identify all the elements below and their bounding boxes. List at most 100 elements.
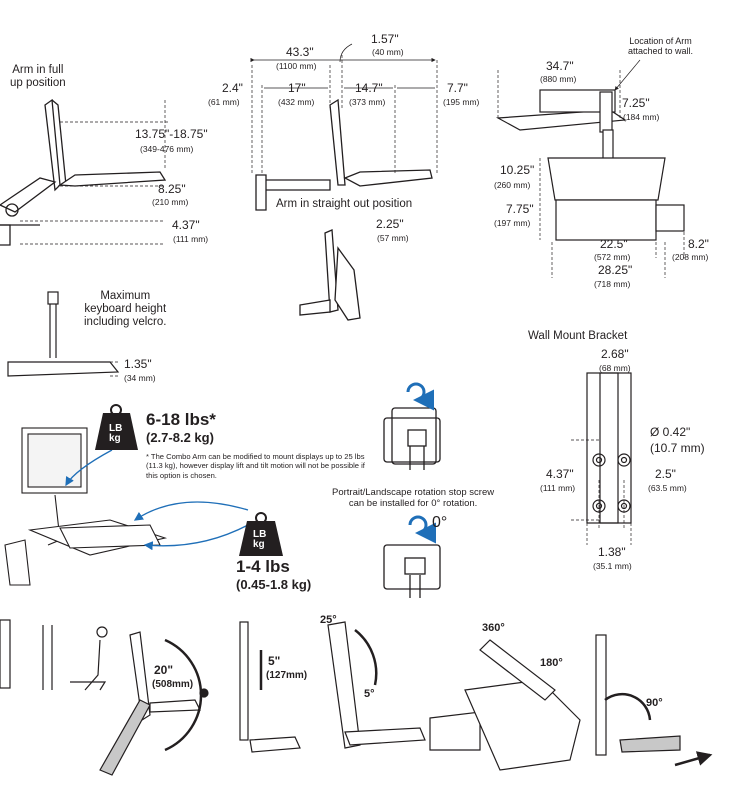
top-right-dims: [497, 70, 685, 278]
dim-1-38-inch: 1.38": [598, 545, 626, 559]
dim-8-25-mm: (210 mm): [152, 197, 189, 207]
motion-strip-drawing: [0, 619, 713, 776]
rotation-arrows: [406, 382, 437, 544]
dim-17-inch: 17": [288, 81, 306, 95]
front-view-drawing: [547, 157, 685, 241]
dim-1-57-mm: (40 mm): [372, 47, 404, 57]
rotate-360-label: 360°: [482, 622, 505, 634]
arm-full-up-title-line1: Arm in full: [12, 64, 64, 76]
weight-icon-keyboard-text: LB kg: [253, 530, 266, 550]
rotation-caption-line2: can be installed for 0° rotation.: [348, 497, 478, 509]
dim-2-68-mm: (68 mm): [599, 363, 631, 373]
top-view-drawing: [495, 89, 627, 161]
weight-icon-display-text: LB kg: [109, 424, 122, 444]
arm-straight-out-dims: [251, 55, 438, 175]
dim-14-7-inch: 14.7": [355, 81, 383, 95]
dim-2-25-mm: (57 mm): [377, 233, 409, 243]
dim-4-37-mm: (111 mm): [173, 234, 209, 244]
dim-22-5-inch: 22.5": [600, 237, 628, 251]
dim-14-7-mm: (373 mm): [349, 97, 386, 107]
hole-diameter-mm: (10.7 mm): [650, 441, 705, 455]
dim-1-35-inch: 1.35": [124, 357, 152, 371]
weight-scene-drawing: [4, 427, 168, 586]
dim-43-3-mm: (1100 mm): [276, 61, 317, 71]
arm-straight-out-dim-lines: [250, 43, 436, 89]
display-weight-lbs: 6-18 lbs*: [146, 410, 216, 429]
arm-straight-out-drawing: [255, 98, 433, 211]
dim-2-5-mm: (63.5 mm): [648, 483, 687, 493]
weight-icon-keyboard: [239, 512, 283, 556]
dim-2-4-inch: 2.4": [222, 81, 243, 95]
keyboard-weight-kg: (0.45-1.8 kg): [236, 577, 312, 592]
bracket-dims: [571, 439, 632, 545]
keyboard-dims: [110, 361, 120, 377]
dim-8-2-inch: 8.2": [688, 237, 709, 251]
max-keyboard-height-line1: Maximum: [100, 290, 151, 302]
dim-8-25-inch: 8.25": [158, 182, 186, 196]
lift-range-inch: 20": [154, 663, 174, 677]
dim-34-7-mm: (880 mm): [540, 74, 577, 84]
dim-10-25-inch: 10.25": [500, 163, 535, 177]
weight-pointer-arrows: [65, 449, 249, 551]
dim-1-38-mm: (35.1 mm): [593, 561, 632, 571]
max-keyboard-height-line2: keyboard height: [84, 303, 167, 316]
wall-mount-bracket-title: Wall Mount Bracket: [528, 330, 628, 342]
arm-full-up-title-line2: up position: [10, 77, 66, 90]
dim-28-25-inch: 28.25": [598, 263, 633, 277]
keyboard-weight-lbs: 1-4 lbs: [236, 557, 290, 576]
tilt-down-label: 5°: [364, 688, 375, 700]
rotation-caption: Portrait/Landscape rotation stop screw c…: [332, 487, 495, 510]
dim-43-3-inch: 43.3": [286, 45, 314, 59]
tilt-up-label: 25°: [320, 614, 337, 626]
dim-8-2-mm: (208 mm): [672, 252, 709, 262]
dim-13-75-mm: (349-476 mm): [140, 144, 194, 154]
weight-icon-keyboard-kg: kg: [253, 539, 265, 550]
hole-diameter-inch: Ø 0.42": [650, 425, 691, 439]
dim-10-25-mm: (260 mm): [494, 180, 531, 190]
weight-icon-display-lb: LB: [109, 423, 123, 434]
dim-2-25-inch: 2.25": [376, 217, 404, 231]
swivel-90-label: 90°: [646, 697, 663, 709]
dim-1-57-inch: 1.57": [371, 32, 399, 46]
keyboard-tray-drawing: [7, 291, 120, 377]
weight-icon-display: [95, 404, 138, 450]
arm-location-note: Location of Arm attached to wall.: [628, 36, 693, 57]
combo-arm-note: * The Combo Arm can be modified to mount…: [146, 452, 365, 480]
zero-degree-label: 0°: [432, 514, 448, 531]
dim-4-37b-mm: (111 mm): [540, 483, 576, 493]
arm-full-up-title: Arm in full up position: [10, 64, 66, 90]
max-keyboard-height-label: Maximum keyboard height including velcro…: [84, 290, 166, 330]
rotate-180-label: 180°: [540, 657, 563, 669]
arm-location-note-line2: attached to wall.: [628, 46, 694, 57]
dim-7-75-inch: 7.75": [506, 202, 534, 216]
dim-34-7-inch: 34.7": [546, 59, 574, 73]
dim-2-5-inch: 2.5": [655, 467, 676, 481]
raise-range-inch: 5": [268, 654, 281, 668]
display-weight-kg: (2.7-8.2 kg): [146, 430, 214, 445]
dim-4-37b-inch: 4.37": [546, 467, 574, 481]
rotation-monitor-fixed: [383, 544, 441, 598]
arm-full-up-dims: [20, 100, 170, 245]
dim-2-4-mm: (61 mm): [208, 97, 240, 107]
rotation-monitor-drawing: [383, 407, 441, 470]
arm-location-note-line1: Location of Arm: [629, 36, 692, 46]
raise-range-mm: (127mm): [266, 670, 308, 681]
dim-7-25-inch: 7.25": [622, 96, 650, 110]
dim-28-25-mm: (718 mm): [594, 279, 631, 289]
dim-1-35-mm: (34 mm): [124, 373, 156, 383]
dim-7-25-mm: (184 mm): [623, 112, 660, 122]
dim-7-7-mm: (195 mm): [443, 97, 480, 107]
dim-2-68-inch: 2.68": [601, 347, 629, 361]
dim-17-mm: (432 mm): [278, 97, 315, 107]
rotation-caption-line1: Portrait/Landscape rotation stop screw: [332, 487, 495, 498]
wall-bracket-drawing: [586, 372, 632, 524]
dim-7-7-inch: 7.7": [447, 81, 468, 95]
dim-4-37-inch: 4.37": [172, 218, 200, 232]
weight-icon-display-kg: kg: [109, 433, 121, 444]
max-keyboard-height-line3: including velcro.: [84, 316, 167, 329]
arm-location-pointer: [614, 59, 641, 91]
lift-range-mm: (508mm): [152, 679, 194, 690]
dim-7-75-mm: (197 mm): [494, 218, 531, 228]
dim-22-5-mm: (572 mm): [594, 252, 631, 262]
